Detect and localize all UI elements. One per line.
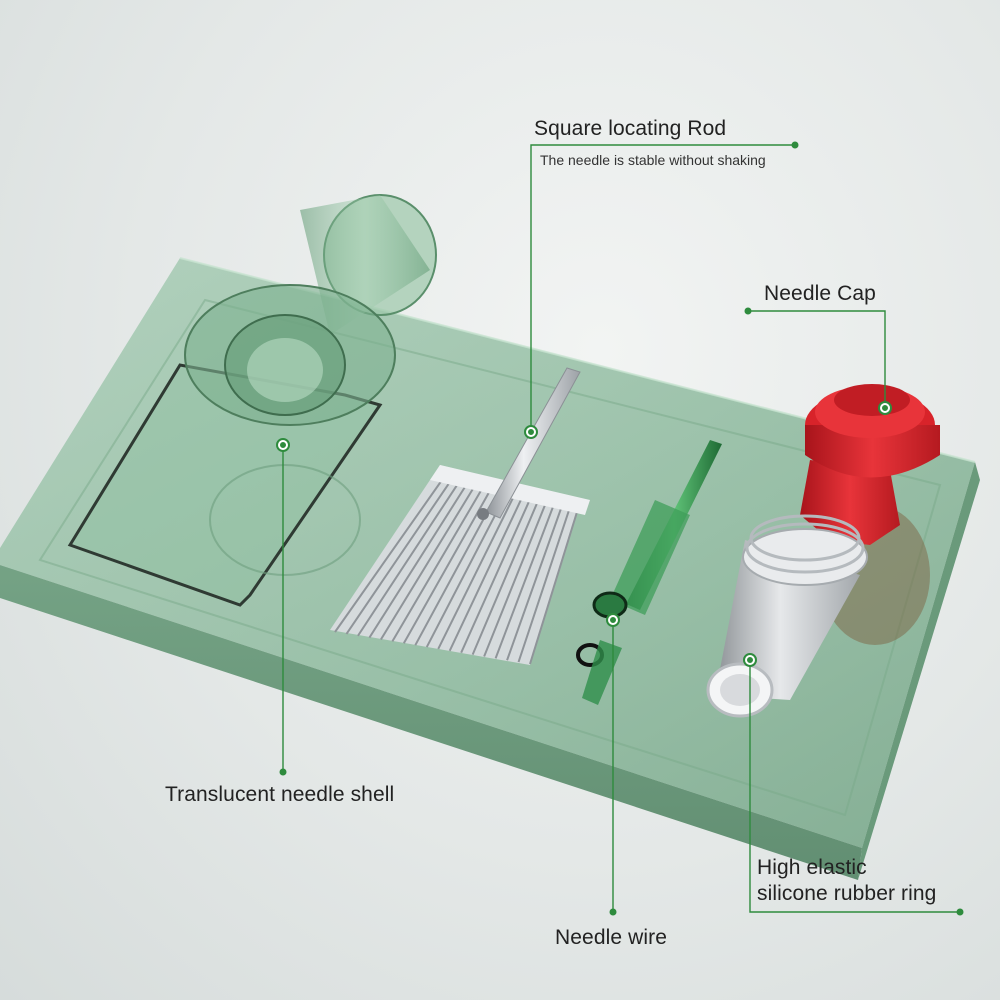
rubber-ring-title-line1: High elastic xyxy=(757,856,867,879)
needle-line xyxy=(334,479,443,633)
needle-line xyxy=(425,494,507,648)
needle-wire xyxy=(576,440,722,705)
needle-cap xyxy=(800,384,940,645)
needle-line xyxy=(357,483,459,637)
needle-line xyxy=(345,481,451,635)
needle-line xyxy=(529,511,578,665)
needle-wire-title: Needle wire xyxy=(555,926,667,949)
needle-line xyxy=(402,490,491,644)
needle-line xyxy=(517,509,571,663)
needle-comb xyxy=(330,465,590,665)
needle-shell-title: Translucent needle shell xyxy=(165,783,395,806)
needle-line xyxy=(391,488,483,642)
translucent-needle-shell xyxy=(67,194,437,607)
square-rod-title: Square locating Rod xyxy=(534,117,727,140)
needle-line xyxy=(471,502,539,655)
needle-line xyxy=(437,496,515,650)
needle-line xyxy=(494,505,555,659)
needle-cap-title: Needle Cap xyxy=(764,282,876,305)
needle-line xyxy=(448,498,523,652)
rubber-ring-title-line2: silicone rubber ring xyxy=(757,882,937,905)
callout-dots xyxy=(279,141,964,916)
callout-lines xyxy=(282,144,960,913)
square-locating-rod xyxy=(477,367,581,520)
needle-line xyxy=(380,487,475,641)
needle-line xyxy=(460,500,531,654)
needle-line xyxy=(483,504,547,657)
square-rod-subtitle: The needle is stable without shaking xyxy=(540,152,766,168)
callout-markers xyxy=(276,401,892,667)
needle-line xyxy=(506,507,563,661)
needle-line xyxy=(368,485,467,639)
